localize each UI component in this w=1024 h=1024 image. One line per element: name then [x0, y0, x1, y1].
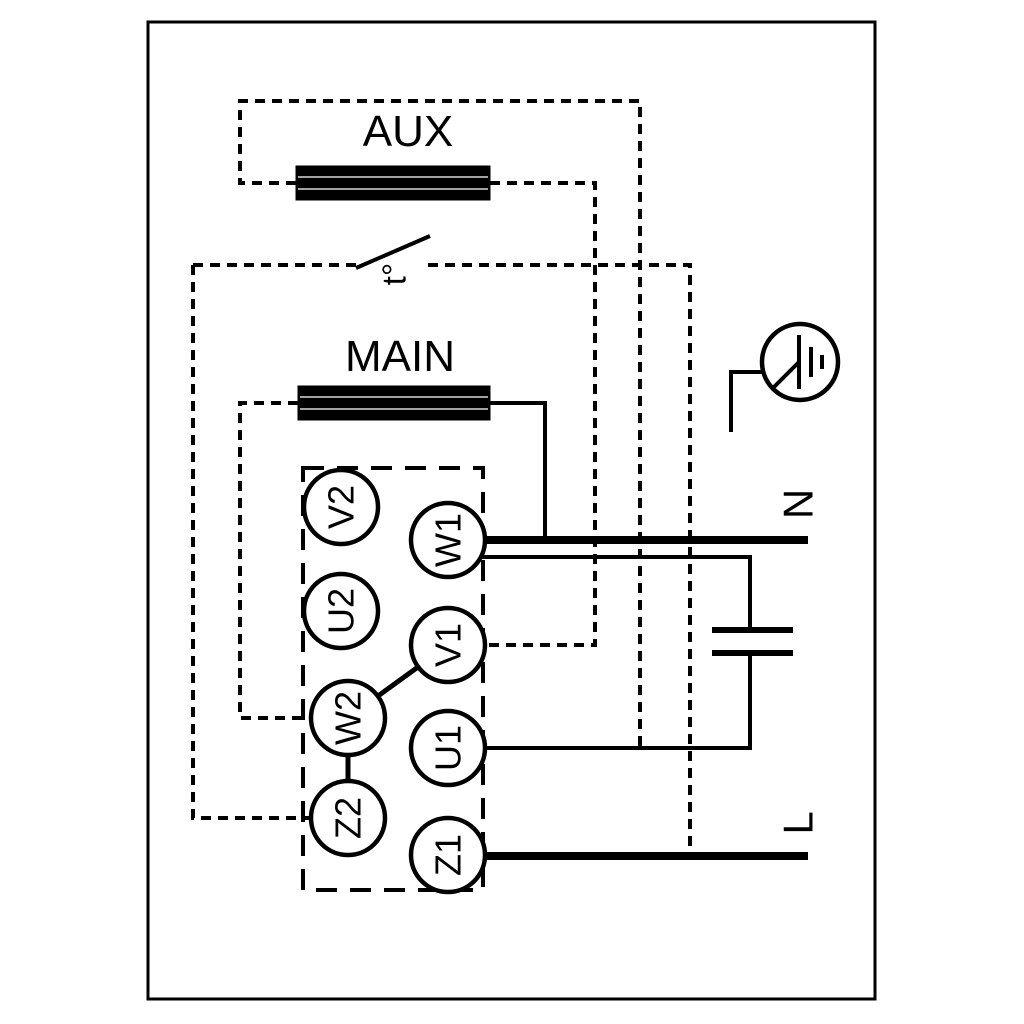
aux-winding-coil [295, 165, 491, 201]
terminal-label-z1: Z1 [428, 834, 469, 876]
main-wire-left [238, 401, 348, 720]
aux-wire-right [448, 181, 597, 647]
terminal-circle-v1 [408, 605, 488, 685]
terminal-label-v2: V2 [321, 485, 362, 529]
terminal-label-w1: W1 [428, 513, 469, 567]
capacitor-bottom-wire [448, 653, 752, 750]
terminal-label-u1: U1 [428, 725, 469, 771]
aux-winding-label: AUX [363, 107, 453, 156]
terminal-circle-w1 [408, 500, 488, 580]
z2-supply-wire [191, 265, 348, 820]
terminal-circle-v2 [301, 467, 381, 547]
thermal-switch-blade [355, 234, 431, 270]
thermal-switch-label: t° [376, 263, 413, 285]
ground-stem [770, 360, 801, 391]
jumper-w2-v1 [376, 664, 420, 699]
capacitor-icon [712, 627, 793, 656]
aux-wire-loop [238, 99, 642, 748]
terminal-block-outline [301, 466, 485, 892]
terminal-label-z2: Z2 [328, 797, 369, 839]
main-winding-label: MAIN [345, 332, 455, 381]
main-winding-coil [297, 385, 491, 421]
terminal-circle-u1 [408, 708, 488, 788]
ground-connection-wire [729, 370, 762, 432]
terminal-label-w2: W2 [328, 691, 369, 745]
terminal-label-v1: V1 [428, 623, 469, 667]
capacitor-top-wire [448, 555, 752, 630]
thermal-wire-right [428, 263, 692, 856]
protective-earth-icon [729, 321, 841, 432]
terminal-circle-z1 [408, 815, 488, 895]
terminal-label-u2: U2 [321, 588, 362, 634]
line-label: L [775, 811, 822, 834]
outer-frame [146, 20, 877, 1001]
terminal-circle-u2 [301, 571, 381, 651]
neutral-label: N [775, 489, 822, 519]
